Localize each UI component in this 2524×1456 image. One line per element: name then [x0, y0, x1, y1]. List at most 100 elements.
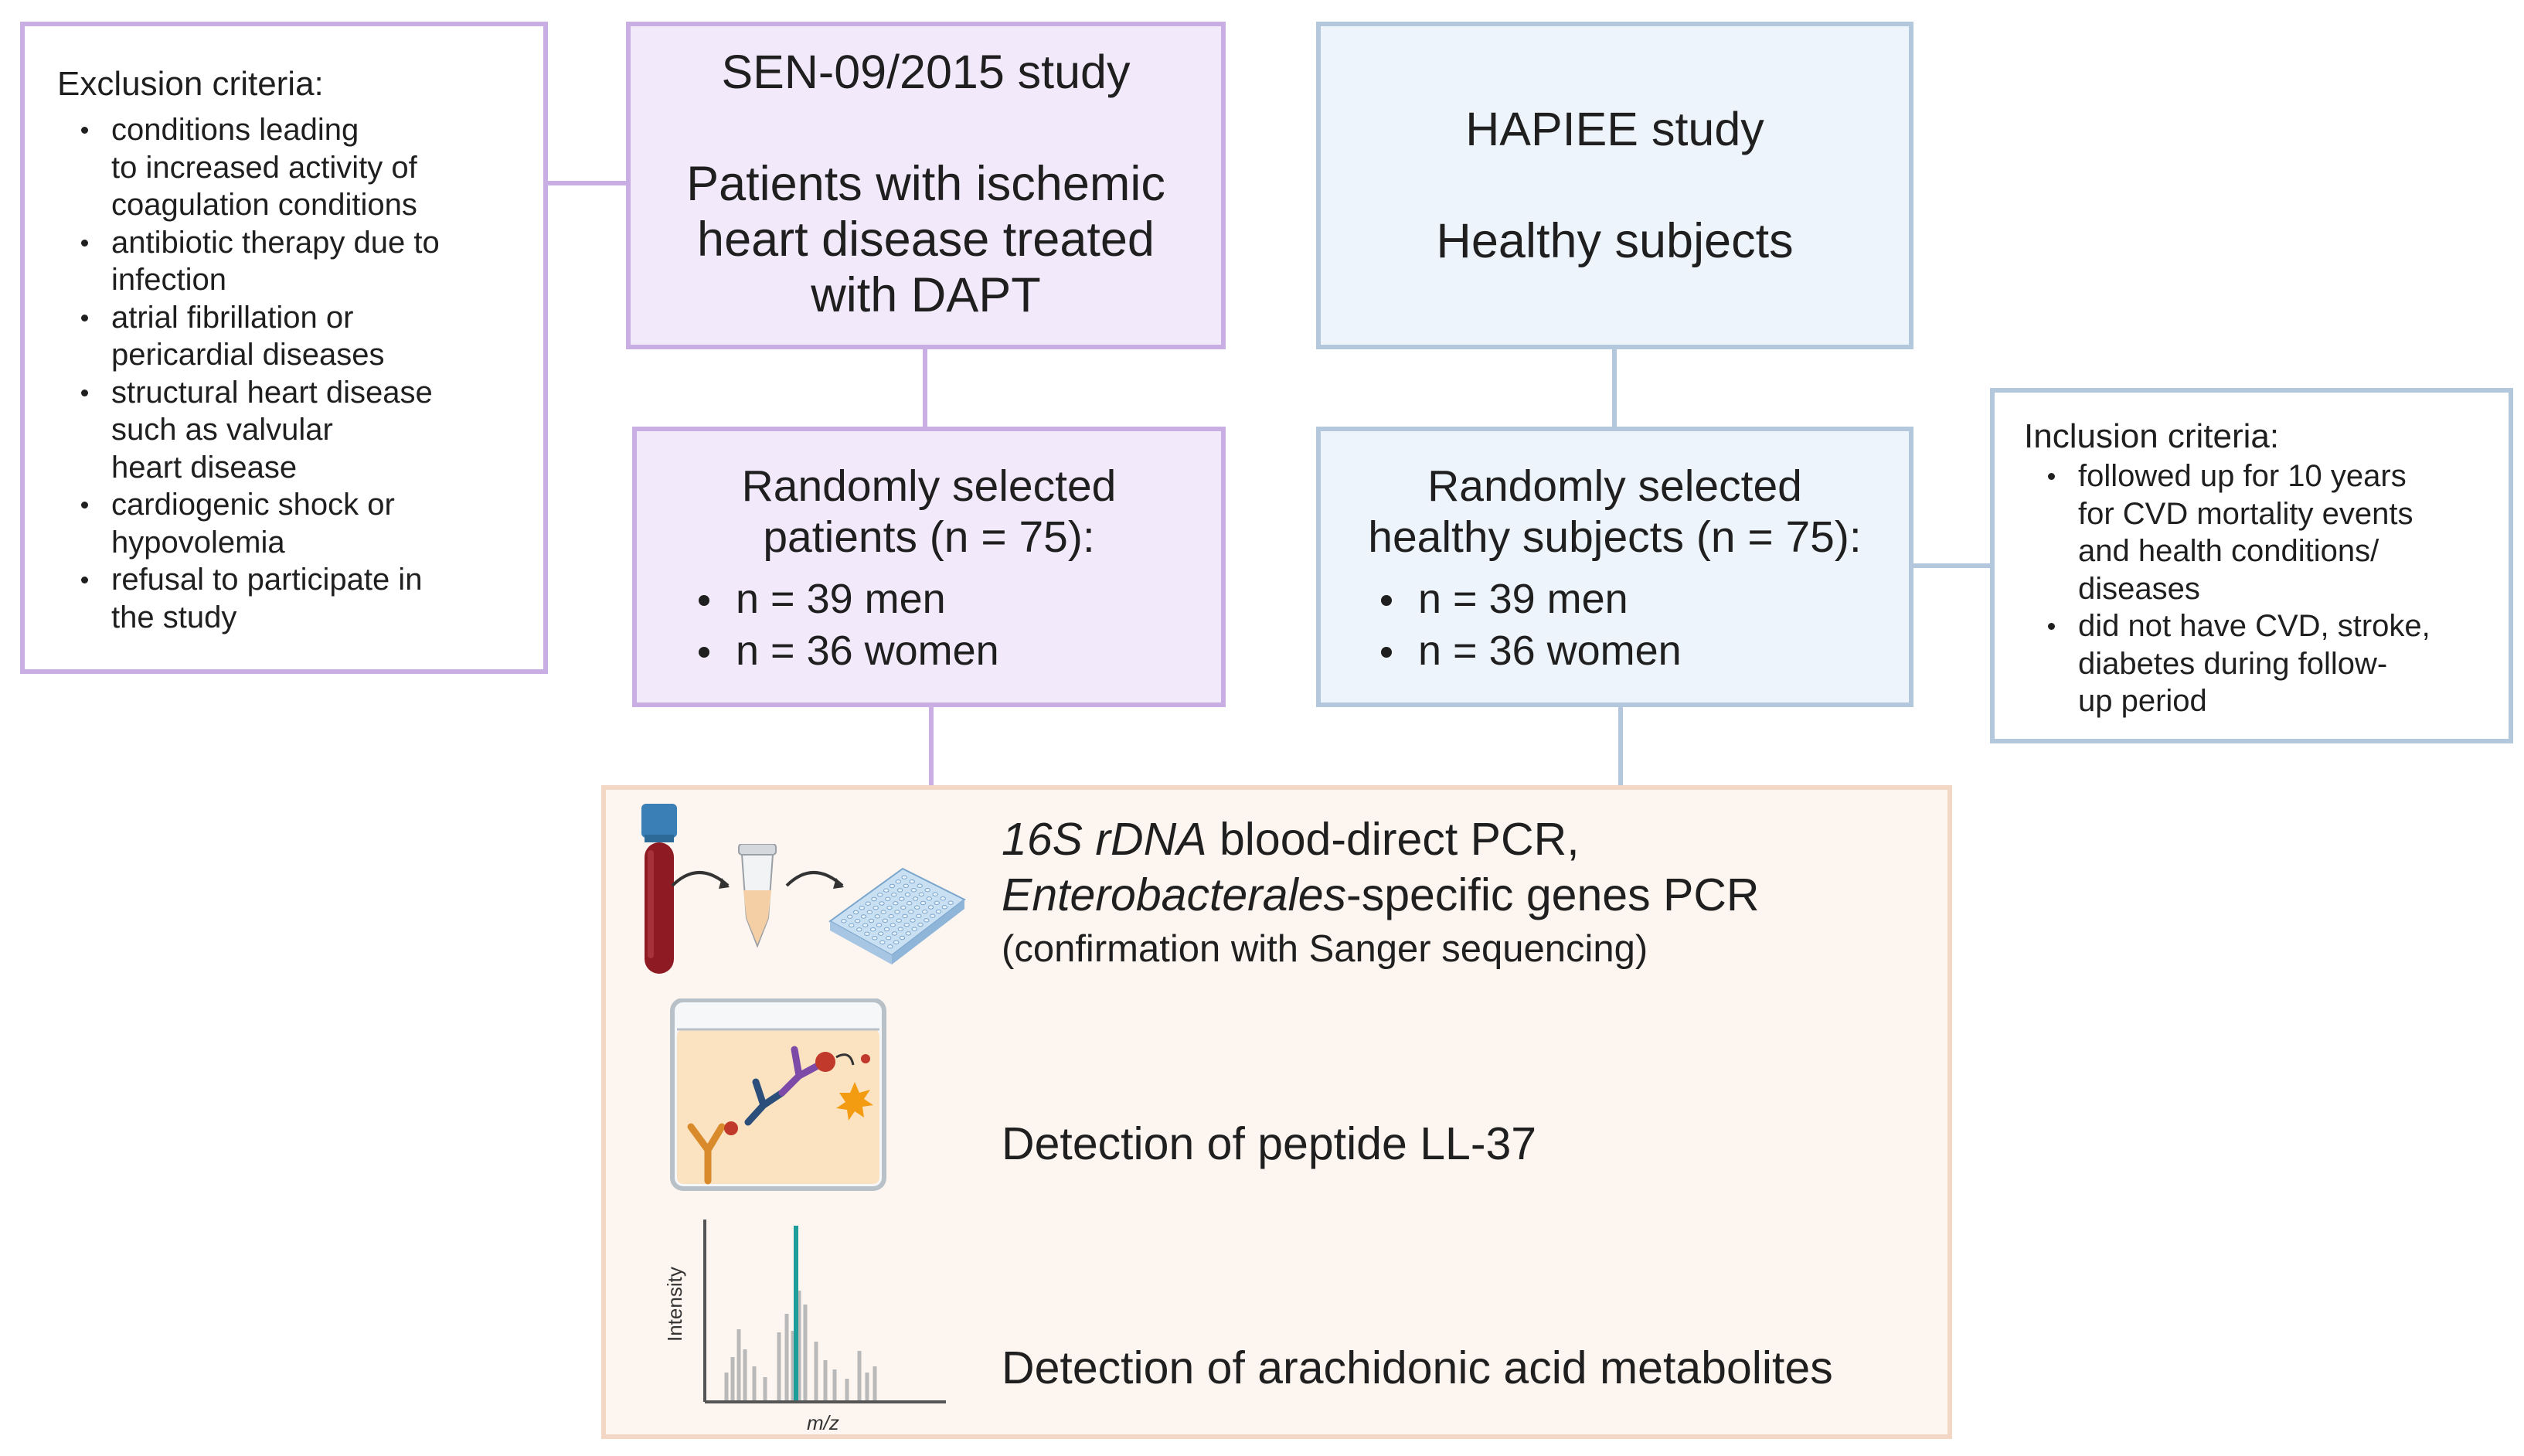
well: [866, 910, 873, 915]
exclusion-criterion-item-line: antibiotic therapy due to: [111, 225, 440, 260]
well: [874, 914, 881, 919]
well: [860, 914, 867, 919]
well: [896, 918, 902, 923]
well: [897, 927, 904, 932]
well: [903, 883, 910, 888]
hapiee-study-subtitle: Healthy subjects: [1436, 214, 1794, 268]
well: [891, 893, 897, 897]
patients-women-count: n = 36 women: [677, 625, 999, 677]
spectrum-ylabel: Intensity: [663, 1267, 686, 1342]
well: [886, 936, 892, 941]
exclusion-criterion-item-line: the study: [111, 600, 237, 634]
well: [877, 893, 883, 897]
well: [940, 896, 946, 901]
well: [883, 888, 890, 893]
patients-selection-line-2: patients (n = 75):: [763, 512, 1095, 562]
well: [873, 906, 879, 910]
well: [918, 892, 925, 896]
well: [883, 927, 890, 932]
well: [924, 918, 930, 923]
inclusion-criteria-box: Inclusion criteria: followed up for 10 y…: [1990, 388, 2513, 743]
elisa-text: Detection of peptide LL-37: [1002, 1118, 1537, 1169]
pcr-line-1-rest: blood-direct PCR,: [1206, 814, 1580, 865]
patients-counts: n = 39 men n = 36 women: [677, 573, 999, 677]
methods-box: 16S rDNA blood-direct PCR, Enterobactera…: [601, 785, 1952, 1439]
inclusion-criterion-item-line: diabetes during follow-: [2078, 646, 2388, 681]
inclusion-criterion-item: did not have CVD, stroke,diabetes during…: [2012, 607, 2506, 720]
healthy-men-count: n = 39 men: [1359, 573, 1682, 625]
inclusion-criterion-item-line: for CVD mortality events: [2078, 496, 2413, 531]
well: [903, 923, 910, 927]
exclusion-criterion-item-line: pericardial diseases: [111, 338, 385, 372]
healthy-selection-line-2: healthy subjects (n = 75):: [1368, 512, 1862, 562]
connector-healthy-methods: [1618, 704, 1623, 788]
connector-patients-methods: [929, 704, 934, 788]
well: [907, 901, 913, 906]
exclusion-criterion-item-line: coagulation conditions: [111, 188, 417, 222]
well: [905, 931, 912, 936]
well: [899, 935, 906, 941]
exclusion-criterion-item-line: hypovolemia: [111, 525, 285, 560]
well: [868, 918, 875, 924]
inclusion-criterion-item-line: did not have CVD, stroke,: [2078, 609, 2430, 643]
inclusion-criterion-item-line: up period: [2078, 684, 2207, 718]
inclusion-criterion-item-line: and health conditions/: [2078, 534, 2379, 568]
well: [930, 913, 936, 918]
well: [878, 931, 884, 936]
hapiee-study-box: HAPIEE study Healthy subjects: [1316, 22, 1913, 349]
patients-selection-box: Randomly selected patients (n = 75): n =…: [632, 427, 1226, 707]
well: [862, 923, 869, 927]
exclusion-criterion-item-line: structural heart disease: [111, 375, 433, 410]
well: [932, 892, 938, 896]
well: [917, 922, 924, 927]
well: [841, 919, 847, 924]
pcr-line-1-italic: 16S rDNA: [1002, 814, 1207, 865]
healthy-women-count: n = 36 women: [1359, 625, 1682, 677]
well: [926, 896, 933, 901]
inclusion-criterion-item-line: diseases: [2078, 571, 2200, 606]
well: [879, 901, 885, 906]
healthy-counts: n = 39 men n = 36 women: [1359, 573, 1682, 677]
pcr-line-2-rest: -specific genes PCR: [1346, 869, 1760, 920]
inclusion-criterion-item-line: followed up for 10 years: [2078, 459, 2407, 493]
well: [849, 923, 855, 928]
sen-study-desc-line-2: heart disease treated: [697, 213, 1155, 267]
well: [910, 888, 917, 893]
well: [887, 944, 893, 949]
healthy-selection-box: Randomly selected healthy subjects (n = …: [1316, 427, 1913, 707]
patients-men-count: n = 39 men: [677, 573, 999, 625]
well-plate-icon: [828, 867, 966, 964]
sen-study-title: SEN-09/2015 study: [721, 46, 1131, 98]
well: [909, 879, 915, 884]
exclusion-criterion-item-line: heart disease: [111, 450, 298, 485]
well: [852, 910, 859, 915]
well: [855, 919, 861, 924]
well: [872, 936, 878, 941]
well: [894, 910, 900, 914]
well: [896, 888, 903, 893]
well: [941, 905, 948, 910]
well: [879, 940, 886, 945]
well: [847, 914, 853, 919]
well: [916, 913, 922, 919]
well: [922, 910, 928, 914]
well: [911, 927, 917, 931]
exclusion-criterion-item-line: such as valvular: [111, 413, 333, 447]
pcr-line-2: Enterobacterales-specific genes PCR: [1002, 869, 1760, 921]
exclusion-criterion-item-line: conditions leading: [111, 113, 359, 147]
connector-healthy-inclusion: [1910, 563, 1995, 568]
well: [912, 896, 919, 901]
healthy-selection-line-1: Randomly selected: [1427, 461, 1802, 511]
well: [901, 875, 907, 879]
mass-spectrum-icon: Intensity m/z: [663, 1220, 946, 1434]
pcr-line-1: 16S rDNA blood-direct PCR,: [1002, 813, 1580, 866]
well: [893, 940, 900, 944]
arrow-icon: [671, 871, 730, 889]
well: [891, 931, 898, 936]
hapiee-study-title: HAPIEE study: [1465, 103, 1764, 155]
well: [893, 901, 899, 906]
